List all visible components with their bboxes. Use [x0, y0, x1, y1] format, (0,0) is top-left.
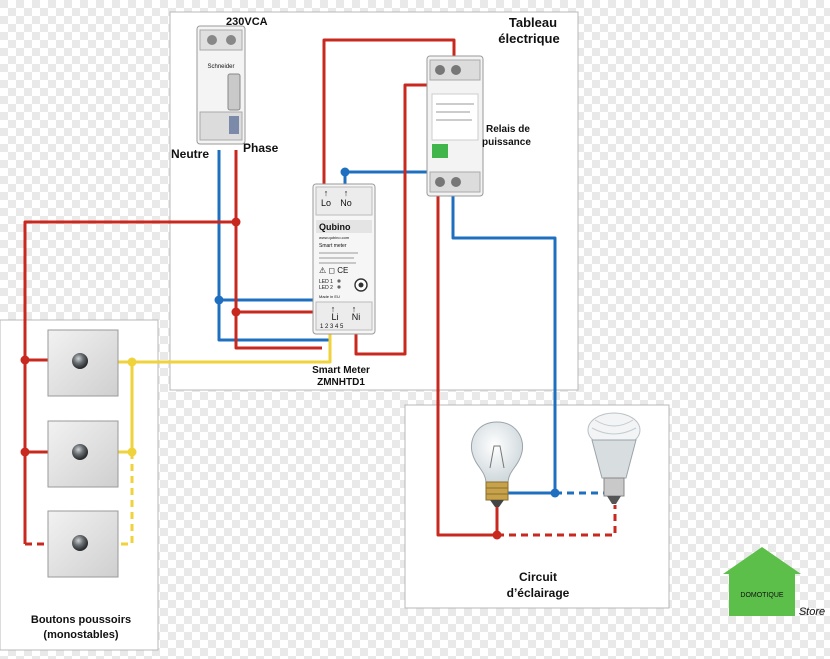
push-buttons: Boutons poussoirs (monostables) [31, 329, 131, 641]
meter-model-caption: Smart meter [319, 243, 347, 249]
buttons-label-line1: Boutons poussoirs [31, 614, 131, 626]
circuit-label-line2: d’éclairage [507, 586, 570, 600]
push-button-1 [47, 329, 119, 397]
meter-brand: Qubino [319, 222, 351, 232]
phase-wire-led-dashed [497, 505, 617, 537]
breaker-top-terminal [199, 29, 243, 51]
led-bulb-neck [591, 439, 637, 479]
arrow-up-icon: ↑ [331, 304, 336, 314]
meter-service-button-dot [358, 282, 364, 288]
bulb-filament [489, 445, 505, 469]
meter-caption-line2: ZMNHTD1 [317, 377, 365, 388]
led-indicator [337, 285, 341, 289]
button-knob [72, 444, 88, 460]
phase-wire-to-buttons [23, 220, 236, 544]
meter-top-terminals [315, 186, 373, 216]
arrow-up-icon: ↑ [324, 188, 329, 198]
logo-text-top: DOMOTIQUE [740, 592, 783, 599]
button-knob [72, 353, 88, 369]
phase-wire-breaker-down [234, 150, 322, 350]
power-relay: Relais de puissance [426, 55, 531, 197]
breaker-brand: Schneider [207, 64, 234, 70]
junction-dot [127, 447, 137, 457]
tableau-title-line1: Tableau [509, 15, 557, 30]
led-bulb-spiral-line [591, 427, 637, 435]
led-bulb-spiral-line [594, 419, 634, 427]
phase-wire-to-relay-top [236, 38, 456, 314]
phase-label: Phase [243, 141, 279, 155]
circuit-label-line1: Circuit [519, 570, 557, 584]
junction-dot [20, 355, 30, 365]
push-button-3 [47, 510, 119, 578]
junction-dot [231, 307, 241, 317]
incandescent-bulb [470, 421, 524, 507]
screw-icon [435, 177, 445, 187]
circuit-breaker: Schneider 230VCA Neutre Phase [171, 16, 279, 161]
relay-switch [432, 144, 448, 158]
bulb-base [485, 481, 509, 501]
junction-dot [127, 357, 137, 367]
junction-dot [214, 295, 224, 305]
phase-wire-relay-to-lamp [436, 180, 499, 537]
commande-wire-button3-dashed [118, 452, 134, 546]
breaker-clip [229, 116, 239, 134]
meter-led2-label: LED 2 [319, 285, 333, 291]
screw-icon [435, 65, 445, 75]
meter-made-in: Made in EU [319, 294, 340, 299]
breaker-voltage-label: 230VCA [226, 16, 268, 28]
warning-icon: ⚠ ◻ CE [319, 266, 348, 275]
terminal-ni-label: Ni [352, 312, 361, 322]
junction-dot [20, 447, 30, 457]
meter-bottom-terminals [315, 301, 373, 331]
arrow-up-icon: ↑ [352, 304, 357, 314]
screw-icon [451, 177, 461, 187]
junction-dot [340, 167, 350, 177]
screw-icon [207, 35, 217, 45]
meter-brand-bar [316, 220, 372, 233]
logo-house-body [729, 574, 795, 616]
house-icon [723, 547, 801, 574]
terminal-numbers: 1 2 3 4 5 [320, 324, 344, 330]
push-button-2 [47, 420, 119, 488]
meter-website: www.qubino.com [319, 235, 350, 240]
phase-wire-meter-out [354, 83, 438, 356]
breaker-lever [227, 73, 241, 111]
led-bulb-tip [607, 496, 621, 504]
meter-caption-line1: Smart Meter [312, 365, 370, 376]
arrow-up-icon: ↑ [344, 188, 349, 198]
screw-icon [451, 65, 461, 75]
tableau-title-line2: électrique [498, 31, 559, 46]
led-bulb-base [603, 477, 625, 497]
meter-led1-label: LED 1 [319, 279, 333, 285]
screw-icon [226, 35, 236, 45]
smart-meter: ↑ ↑ Lo No Qubino www.qubino.com Smart me… [312, 183, 376, 388]
relay-label-line1: Relais de [486, 124, 530, 135]
terminal-li-label: Li [331, 312, 338, 322]
junction-dot [492, 530, 502, 540]
relay-label-line2: puissance [482, 137, 531, 148]
buttons-label-line2: (monostables) [43, 629, 119, 641]
relay-label-plate [431, 93, 479, 141]
domotique-store-logo: DOMOTIQUE Store [723, 547, 825, 618]
neutre-label: Neutre [171, 147, 209, 161]
led-indicator [337, 279, 341, 283]
neutre-wire-relay-to-lamp [451, 180, 557, 495]
junction-dot [550, 488, 560, 498]
terminal-lo-label: Lo [321, 198, 331, 208]
junction-dot [231, 217, 241, 227]
bulb-tip [490, 500, 504, 507]
logo-text-bottom: Store [799, 606, 825, 618]
led-bulb [587, 412, 641, 504]
terminal-no-label: No [340, 198, 352, 208]
button-knob [72, 535, 88, 551]
